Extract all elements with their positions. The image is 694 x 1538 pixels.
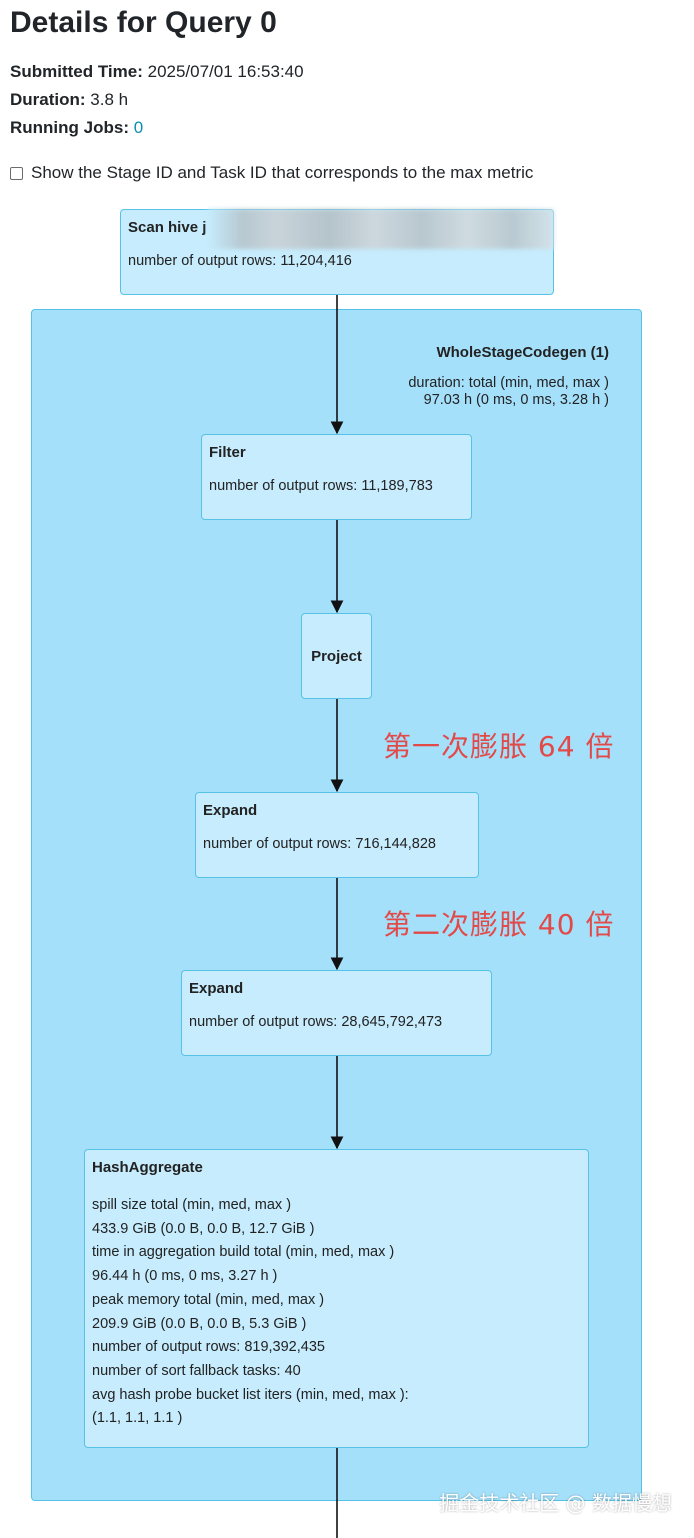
node-expand-2[interactable]: Expand number of output rows: 28,645,792… [181, 970, 492, 1056]
node-metric: (1.1, 1.1, 1.1 ) [92, 1410, 183, 1427]
node-metric: avg hash probe bucket list iters (min, m… [92, 1386, 409, 1403]
node-metric: spill size total (min, med, max ) [92, 1197, 292, 1213]
node-hash-aggregate[interactable]: HashAggregate spill size total (min, med… [84, 1149, 589, 1448]
node-filter-metrics: number of output rows: 11,189,783 [209, 475, 464, 499]
node-hash-aggregate-metrics: spill size total (min, med, max ) 433.9 … [92, 1194, 581, 1431]
running-jobs: Running Jobs: 0 [10, 118, 143, 138]
node-metric: number of output rows: 11,189,783 [209, 478, 433, 494]
annotation-second-expansion: 第二次膨胀 40 倍 [383, 908, 615, 941]
cluster-metric-label: duration: total (min, med, max ) [408, 375, 609, 391]
node-metric: time in aggregation build total (min, me… [92, 1244, 395, 1261]
node-scan-hive-title: Scan hive j [128, 219, 207, 236]
redacted-table-name [208, 209, 554, 249]
node-filter-title: Filter [209, 444, 246, 461]
node-metric: 209.9 GiB (0.0 B, 0.0 B, 5.3 GiB ) [92, 1315, 307, 1332]
node-metric: number of output rows: 11,204,416 [128, 253, 352, 269]
node-metric: number of output rows: 716,144,828 [203, 836, 436, 852]
cluster-metric-value: 97.03 h (0 ms, 0 ms, 3.28 h ) [423, 392, 609, 408]
cluster-title: WholeStageCodegen (1) [436, 344, 609, 361]
node-project[interactable]: Project [301, 613, 372, 699]
node-project-title: Project [311, 647, 362, 665]
node-expand-1-metrics: number of output rows: 716,144,828 [203, 833, 471, 857]
duration: Duration: 3.8 h [10, 90, 128, 110]
node-metric: number of output rows: 819,392,435 [92, 1339, 325, 1356]
node-metric: 96.44 h (0 ms, 0 ms, 3.27 h ) [92, 1268, 278, 1285]
submitted-time-value: 2025/07/01 16:53:40 [147, 62, 304, 81]
submitted-time-label: Submitted Time: [10, 62, 143, 81]
duration-value: 3.8 h [90, 90, 129, 109]
cluster-duration-metric: duration: total (min, med, max ) 97.03 h… [408, 375, 609, 409]
running-jobs-label: Running Jobs: [10, 118, 129, 137]
node-metric: 433.9 GiB (0.0 B, 0.0 B, 12.7 GiB ) [92, 1220, 315, 1237]
node-metric: number of output rows: 28,645,792,473 [189, 1014, 443, 1030]
node-expand-2-metrics: number of output rows: 28,645,792,473 [189, 1011, 484, 1035]
watermark: 掘金技术社区 @ 数据慢想 [439, 1491, 672, 1515]
duration-label: Duration: [10, 90, 86, 109]
show-max-metric-toggle[interactable]: Show the Stage ID and Task ID that corre… [10, 163, 533, 183]
annotation-first-expansion: 第一次膨胀 64 倍 [383, 730, 615, 763]
node-metric: peak memory total (min, med, max ) [92, 1291, 325, 1308]
node-metric: number of sort fallback tasks: 40 [92, 1362, 301, 1379]
node-expand-1[interactable]: Expand number of output rows: 716,144,82… [195, 792, 479, 878]
node-expand-2-title: Expand [189, 980, 244, 997]
show-max-metric-label: Show the Stage ID and Task ID that corre… [31, 163, 534, 182]
show-max-metric-checkbox[interactable] [10, 166, 23, 180]
node-expand-1-title: Expand [203, 802, 258, 819]
node-scan-hive-metrics: number of output rows: 11,204,416 [128, 250, 546, 274]
node-filter[interactable]: Filter number of output rows: 11,189,783 [201, 434, 472, 520]
submitted-time: Submitted Time: 2025/07/01 16:53:40 [10, 62, 304, 82]
page-title: Details for Query 0 [10, 6, 277, 39]
running-jobs-link[interactable]: 0 [133, 118, 144, 137]
node-hash-aggregate-title: HashAggregate [92, 1159, 203, 1176]
